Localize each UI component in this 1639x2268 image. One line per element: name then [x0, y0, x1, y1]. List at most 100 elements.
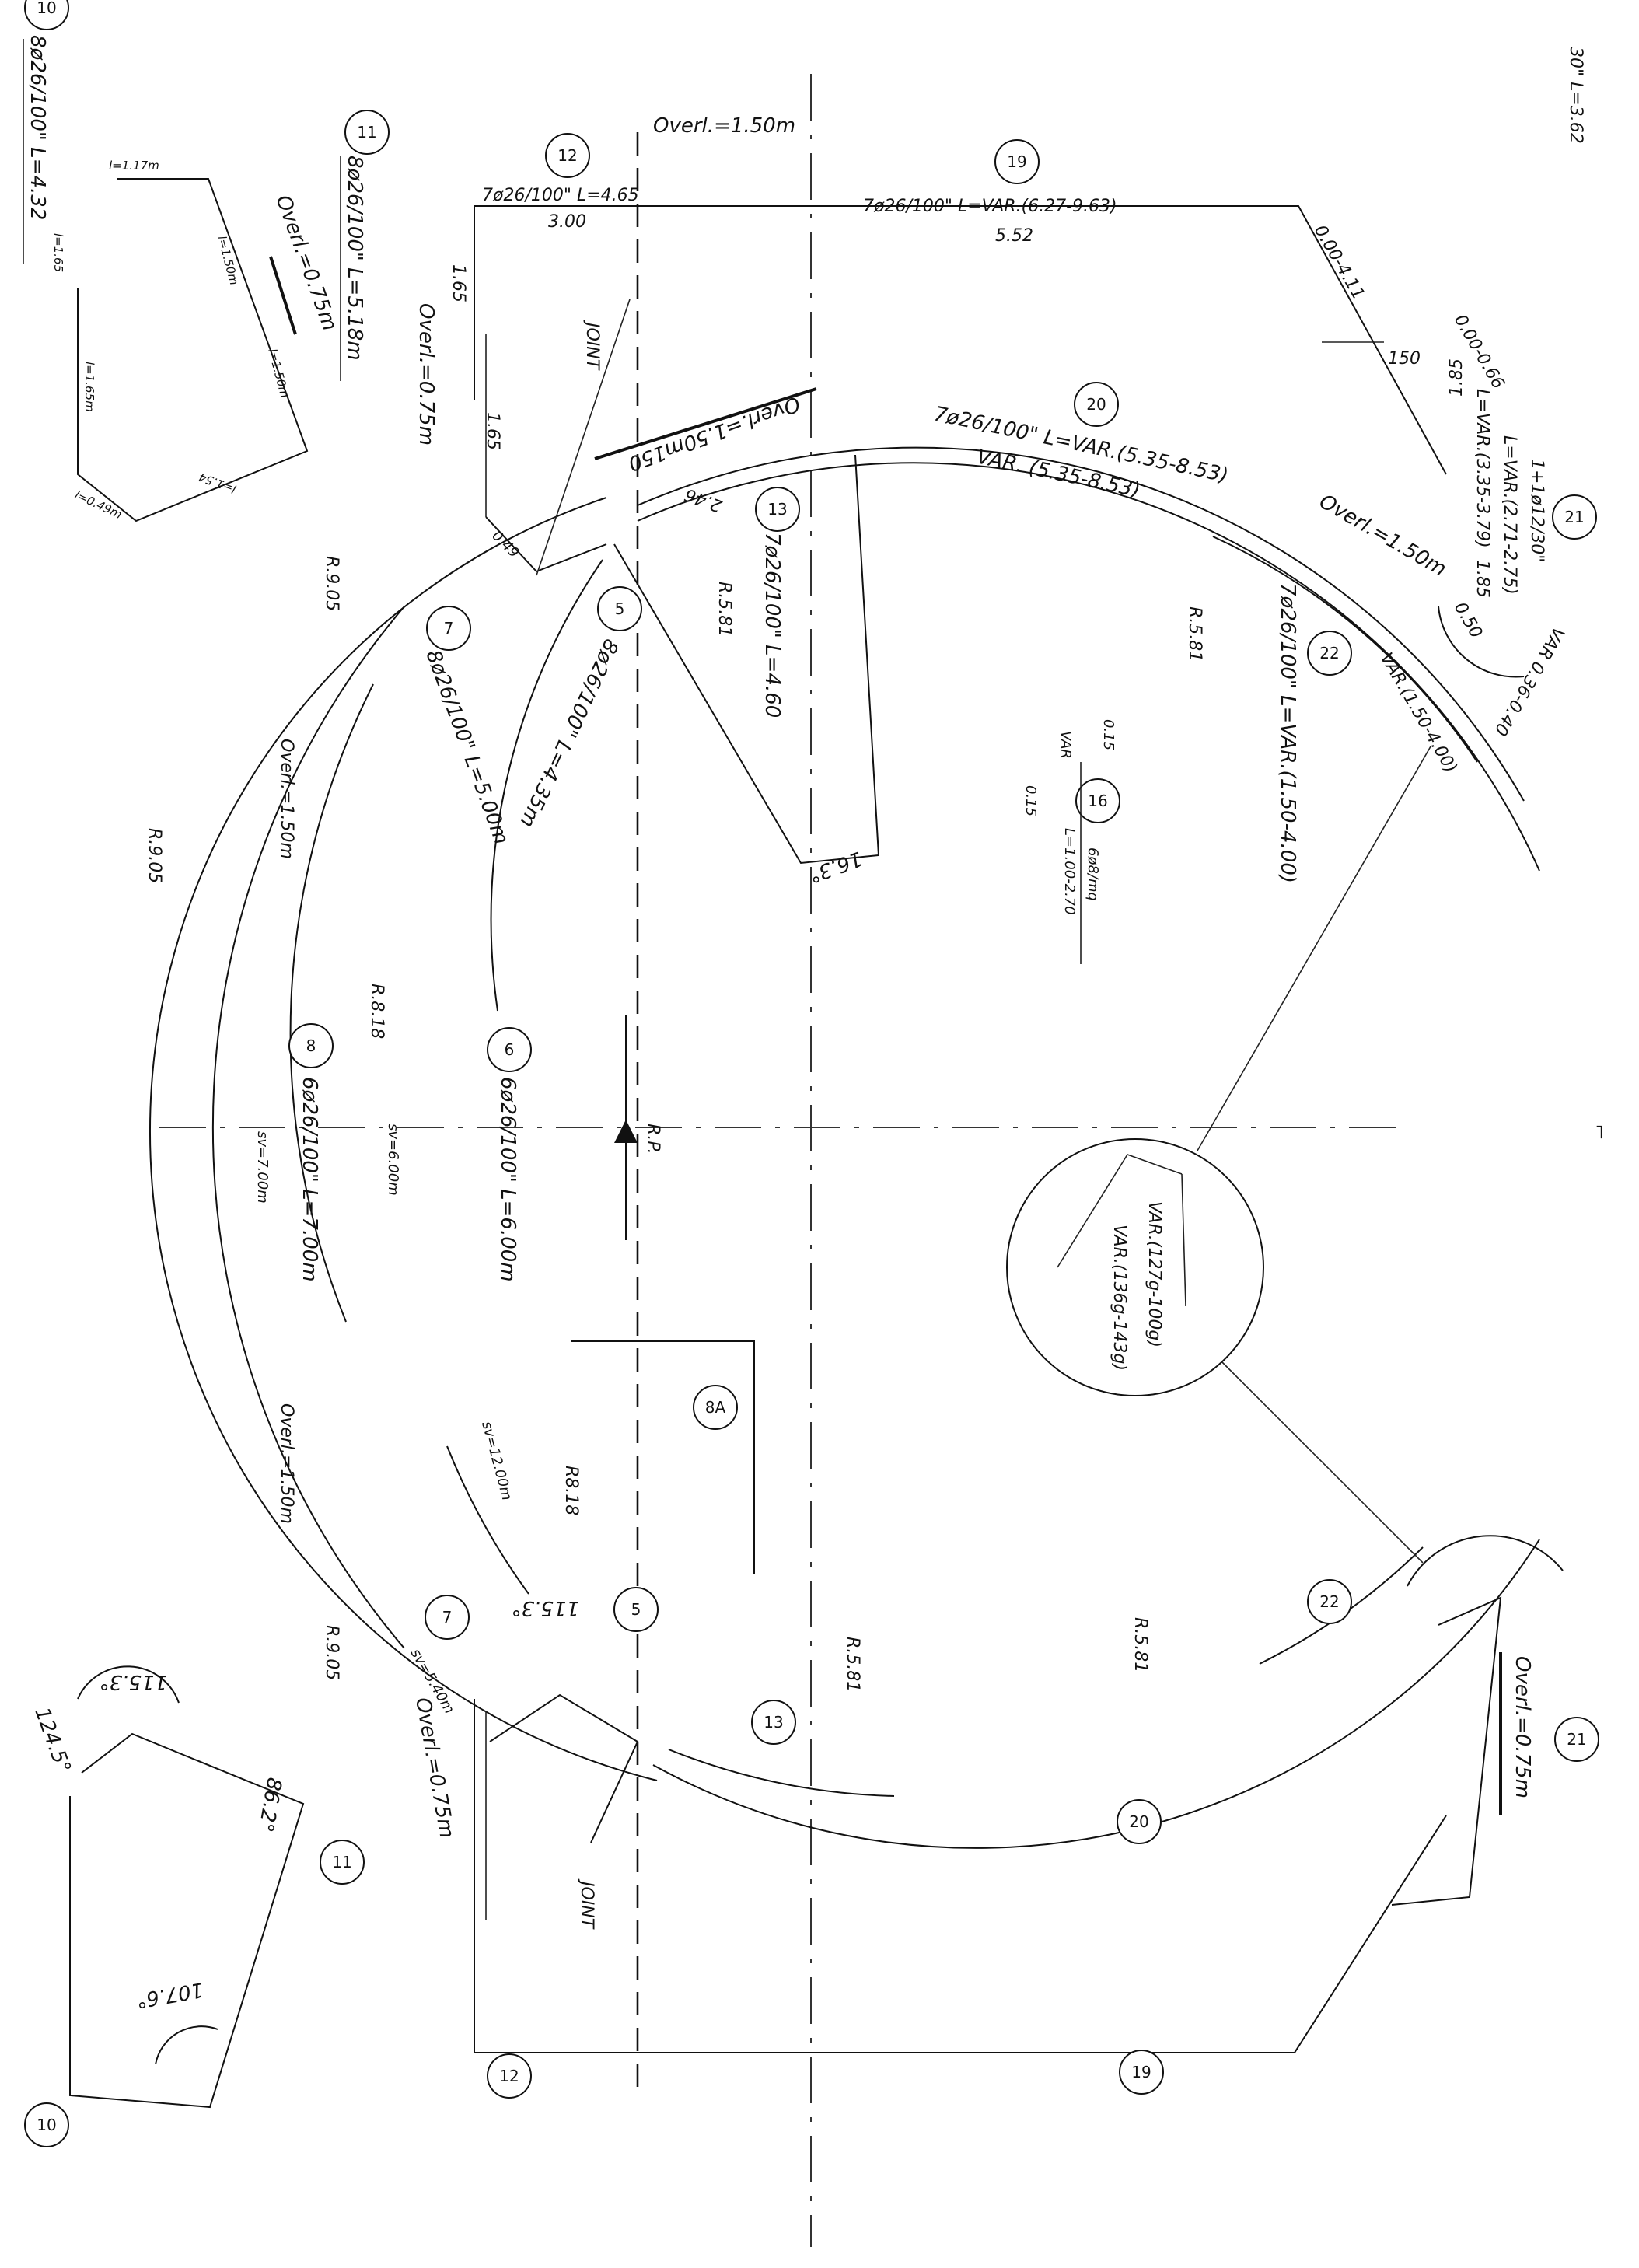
bar-13-shape	[594, 387, 880, 865]
label-l154: l=1.54	[197, 470, 238, 496]
bubble-5-bottom: 5	[613, 1587, 659, 1632]
label-sv12: sv=12.00m	[478, 1420, 515, 1502]
bottom-frame	[474, 1693, 1447, 2053]
svg-text:21: 21	[1564, 508, 1584, 526]
label-r818-b: R8.18	[561, 1466, 581, 1515]
label-joint-bot: JOINT	[577, 1878, 596, 1930]
bar-20-arc	[637, 446, 1525, 802]
label-bar-11: 8ø26/100" L=5.18m	[343, 156, 366, 361]
label-bar-6: 6ø26/100" L=6.00m	[496, 1077, 519, 1282]
label-bar-22: 7ø26/100" L=VAR.(1.50-4.00)	[1276, 583, 1299, 883]
label-1245: 124.5°	[30, 1704, 75, 1776]
svg-text:13: 13	[764, 1713, 783, 1732]
angle-1153-arc	[77, 1665, 180, 1704]
bubble-21-top: 21	[1552, 494, 1597, 540]
detail-angle-b	[1181, 1173, 1186, 1307]
label-1076: 107.6°	[135, 1977, 205, 2012]
bar-12-19-top	[474, 205, 1447, 475]
svg-text:10: 10	[37, 0, 56, 17]
label-16-var: VAR	[1057, 731, 1074, 759]
bubble-22-top: 22	[1307, 631, 1352, 676]
label-l117: l=1.17m	[109, 159, 159, 173]
label-12-overlap: Overl.=0.75m	[414, 303, 438, 446]
bar-5-arc	[490, 559, 603, 1012]
svg-text:21: 21	[1567, 1730, 1586, 1749]
label-12-049: 0.49	[488, 528, 522, 561]
label-16-bar: 6ø8/mq	[1085, 847, 1101, 901]
bubble-20-top: 20	[1074, 382, 1119, 427]
outer-bar-7-8	[289, 683, 374, 1323]
bar-13-bottom	[668, 1749, 895, 1797]
bar-11-top-shape	[23, 39, 341, 522]
bar-12-19-bottom	[474, 1699, 1447, 2053]
bar-8a-shape	[571, 1340, 755, 1574]
label-163: 16.3°	[806, 846, 865, 886]
rp-arrow-icon	[614, 1120, 638, 1143]
orientation-marker-icon: ⌐	[1588, 1124, 1612, 1141]
bubble-12-bottom: 12	[487, 2053, 532, 2099]
svg-text:19: 19	[1131, 2063, 1151, 2081]
labels: 30" L=3.62 8ø26/100" L=4.32 8ø26/100" L=…	[26, 35, 1585, 2012]
bar-22-top	[1212, 536, 1478, 763]
bubble-8a: 8A	[693, 1385, 738, 1430]
svg-text:10: 10	[37, 2116, 56, 2134]
svg-text:11: 11	[332, 1853, 351, 1871]
label-l049: l=0.49m	[72, 487, 124, 522]
label-var127: VAR.(127g-100g)	[1145, 1201, 1164, 1347]
bar-21-top-hook	[1438, 606, 1525, 678]
svg-text:13: 13	[767, 500, 787, 519]
inner-ring-top	[637, 462, 1540, 872]
label-16-015b: 0.15	[1022, 785, 1039, 816]
svg-text:16: 16	[1088, 792, 1107, 810]
label-overlap-top: Overl.=1.50m	[653, 114, 795, 138]
label-16-015a: 0.15	[1100, 719, 1117, 750]
label-overl-7a: Overl.=1.50m	[277, 739, 296, 859]
label-21-c: L=VAR.(3.35-3.79)	[1473, 389, 1492, 548]
label-rp: R.P.	[643, 1124, 662, 1155]
bar-21-bottom-hook	[1407, 1535, 1564, 1587]
bubble-10-bottom: 10	[24, 2102, 69, 2147]
svg-text:19: 19	[1007, 152, 1026, 171]
label-21-g: 0.50	[1450, 599, 1486, 642]
bubble-7-bottom: 7	[425, 1595, 470, 1640]
label-top-right: 30" L=3.62	[1566, 47, 1585, 144]
bar-10-polyline	[69, 1732, 305, 2109]
label-6-sv: sv=6.00m	[385, 1124, 401, 1196]
bar-11-polyline	[77, 178, 309, 522]
label-22-var: VAR.(1.50-4.00)	[1376, 650, 1461, 777]
label-var136: VAR.(136g-143g)	[1110, 1225, 1129, 1371]
bar-13-polyline	[613, 454, 880, 865]
label-16-len: L=1.00-2.70	[1061, 828, 1078, 915]
label-19-552: 5.52	[995, 226, 1033, 246]
svg-text:12: 12	[499, 2067, 519, 2085]
svg-text:8A: 8A	[705, 1398, 726, 1417]
label-r818-a: R.8.18	[367, 984, 386, 1039]
label-bar-19: 7ø26/100" L=VAR.(6.27-9.63)	[863, 197, 1117, 216]
angle-1076-arc	[155, 2025, 218, 2065]
svg-text:11: 11	[357, 123, 376, 142]
bubble-12-top: 12	[545, 133, 590, 178]
bubble-19-bottom: 19	[1119, 2050, 1164, 2095]
label-bar-13: 7ø26/100" L=4.60	[760, 533, 784, 718]
label-8-sv: sv=7.00m	[254, 1131, 271, 1204]
overlap-11-dimension	[269, 256, 297, 335]
bubble-13-bottom: 13	[751, 1700, 796, 1745]
svg-text:7: 7	[444, 619, 454, 638]
svg-text:5: 5	[615, 599, 625, 618]
label-19-150: 150	[1388, 349, 1421, 369]
bubble-6: 6	[487, 1027, 532, 1072]
label-overl-21: Overl.=0.75m	[1511, 1656, 1534, 1798]
label-l165a: l=1.65	[51, 233, 65, 272]
label-19-var: 0.00-4.11	[1310, 222, 1368, 303]
inner-ring-bottom	[652, 1539, 1540, 1849]
label-21-b: 1.85	[1447, 358, 1466, 397]
bubble-16: 16	[1075, 778, 1120, 823]
label-12-165b: 1.65	[483, 412, 502, 450]
label-21-h: VAR 0.36-0.40	[1490, 624, 1567, 739]
detail-circle-outline	[1006, 1138, 1264, 1396]
svg-text:7: 7	[442, 1608, 453, 1627]
rp-marker	[614, 1015, 638, 1240]
bar-10-bottom-shape	[69, 1665, 305, 2109]
detail-angle-a	[1057, 1154, 1183, 1268]
label-20-overlap: Overl.=1.50m	[1316, 490, 1451, 581]
